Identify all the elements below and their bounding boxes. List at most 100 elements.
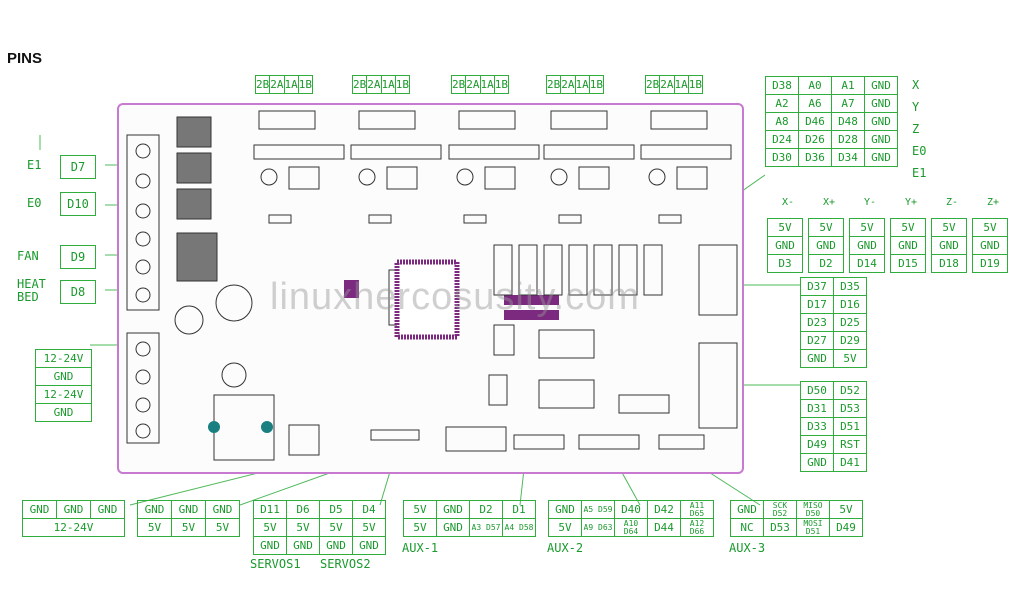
pin-cell: 1A (380, 75, 396, 94)
pin-cell: D37 (800, 277, 834, 296)
pin-cell: 12-24V (22, 518, 125, 537)
pin-cell: A2 (765, 94, 799, 113)
pin-cell: 5V (972, 218, 1008, 237)
endstop-head: Z+ (986, 197, 1000, 208)
pin-cell: D34 (831, 148, 865, 167)
pin-cell: D49 (800, 435, 834, 454)
pin-cell: D27 (800, 331, 834, 350)
pin-cell: 5V (171, 518, 206, 537)
pin-cell: A10 D64 (614, 518, 648, 537)
pin-cell: 2A (269, 75, 285, 94)
pin-cell: 5V (137, 518, 172, 537)
pin-cell: D42 (647, 500, 681, 519)
pin-cell: 2B (644, 75, 661, 94)
pin-cell: 2B (351, 75, 368, 94)
pin-cell: 2B (545, 75, 562, 94)
pin-cell: 1B (297, 75, 314, 94)
output-pin-heatbed: D8 (60, 280, 96, 304)
pin-cell: GND (864, 130, 898, 149)
pin-cell: D10 (60, 192, 96, 216)
pin-cell: 5V (829, 500, 863, 519)
aux1-label: AUX-1 (402, 541, 439, 555)
pin-cell: GND (548, 500, 582, 519)
pin-cell: D9 (60, 245, 96, 269)
pin-cell: GND (931, 236, 967, 255)
pin-cell: GND (35, 403, 92, 422)
pin-cell: SCK D52 (763, 500, 797, 519)
pin-cell: D51 (833, 417, 867, 436)
pin-cell: A5 D59 (581, 500, 615, 519)
pin-cell: 5V (205, 518, 240, 537)
pin-cell: GND (436, 500, 470, 519)
pin-cell: D7 (60, 155, 96, 179)
pin-cell: GND (205, 500, 240, 519)
pin-cell: GND (808, 236, 844, 255)
pin-cell: GND (436, 518, 470, 537)
pin-cell: GND (730, 500, 764, 519)
output-pin-fan: D9 (60, 245, 96, 269)
pin-cell: 1B (588, 75, 605, 94)
pin-cell: GND (35, 367, 92, 386)
board-art (126, 110, 738, 461)
pin-cell: D15 (890, 254, 926, 273)
axis-label-e0: E0 (912, 144, 927, 158)
pin-cell: 12-24V (35, 385, 92, 404)
axis-label-e1: E1 (912, 166, 927, 180)
pin-cell: 1A (283, 75, 299, 94)
motor-header-y: 2B 2A 1A 1B (351, 75, 411, 94)
pin-cell: GND (864, 94, 898, 113)
pin-cell: D26 (798, 130, 832, 149)
pin-cell: 2B (450, 75, 467, 94)
motor-header-x: 2B 2A 1A 1B (254, 75, 314, 94)
pin-cell: D52 (833, 381, 867, 400)
pin-cell: GND (319, 536, 353, 555)
pin-cell: A3 D57 (469, 518, 503, 537)
endstop-x-min: 5V GND D3 (767, 218, 803, 273)
output-label-heatbed: HEAT BED (17, 277, 46, 304)
pin-cell: 2A (366, 75, 382, 94)
pin-cell: A9 D63 (581, 518, 615, 537)
pin-cell: D36 (798, 148, 832, 167)
pin-cell: 5V (931, 218, 967, 237)
pin-cell: D35 (833, 277, 867, 296)
output-label-e0: E0 (27, 196, 42, 210)
pin-cell: 2A (560, 75, 576, 94)
page-title: PINS (7, 50, 43, 67)
output-pin-e1: D7 (60, 155, 96, 179)
pin-cell: D17 (800, 295, 834, 314)
pin-cell: D50 (800, 381, 834, 400)
pin-cell: D53 (763, 518, 797, 537)
pin-cell: A4 D58 (502, 518, 536, 537)
pin-cell: MOSI D51 (796, 518, 830, 537)
pin-cell: A12 D66 (680, 518, 714, 537)
pin-cell: 5V (890, 218, 926, 237)
axis-label-y: Y (912, 100, 920, 114)
pin-cell: D31 (800, 399, 834, 418)
endstop-z-max: 5V GND D19 (972, 218, 1008, 273)
pin-cell: 5V (767, 218, 803, 237)
pin-cell: D6 (286, 500, 320, 519)
pin-cell: D3 (767, 254, 803, 273)
pin-cell: D11 (253, 500, 287, 519)
pin-cell: D23 (800, 313, 834, 332)
pin-cell: 1A (479, 75, 495, 94)
motor-header-z: 2B 2A 1A 1B (450, 75, 510, 94)
pin-cell: D24 (765, 130, 799, 149)
pin-cell: 1A (673, 75, 689, 94)
pin-cell: GND (800, 349, 834, 368)
pin-cell: GND (864, 148, 898, 167)
endstop-z-min: 5V GND D18 (931, 218, 967, 273)
pin-cell: A11 D65 (680, 500, 714, 519)
pin-cell: GND (171, 500, 206, 519)
pin-cell: GND (56, 500, 91, 519)
pin-cell: GND (800, 453, 834, 472)
aux2-label: AUX-2 (547, 541, 584, 555)
pin-cell: 5V (548, 518, 582, 537)
pin-cell: 1A (574, 75, 590, 94)
pin-cell: D44 (647, 518, 681, 537)
pin-cell: A8 (765, 112, 799, 131)
